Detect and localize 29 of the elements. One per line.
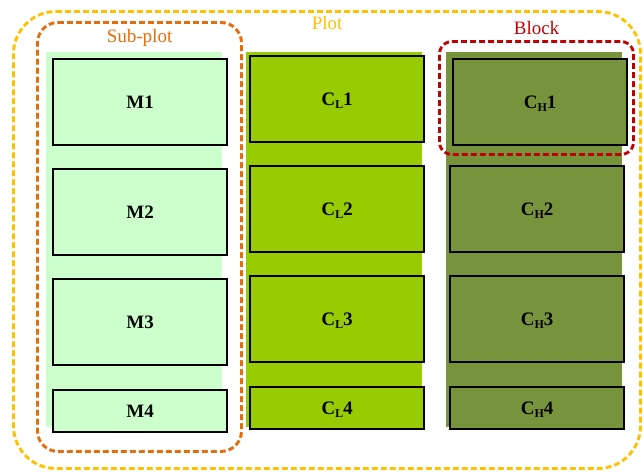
plot-cell [449, 165, 625, 253]
group-label: Plot [312, 14, 342, 33]
plot-cell [452, 58, 628, 146]
group-label: Sub-plot [106, 27, 172, 46]
plot-boundary [12, 10, 642, 470]
plot-cell [52, 168, 228, 256]
cell-label: C$_{L}$1 [321, 90, 353, 108]
plot-cell [249, 165, 425, 253]
cell-label: C$_{H}$2 [520, 200, 554, 218]
plot-cell [449, 386, 625, 430]
group-label: Block [514, 19, 560, 38]
cell-label: C$_{L}$2 [321, 200, 353, 218]
plot-cell [52, 389, 228, 433]
plot-cell [52, 278, 228, 366]
cell-label: C$_{L}$4 [321, 398, 353, 418]
cell-label: M1 [126, 92, 154, 112]
plot-cell [449, 275, 625, 363]
plot-cell [249, 386, 425, 430]
cell-label: C$_{H}$3 [520, 310, 554, 328]
cell-label: C$_{H}$4 [520, 398, 554, 418]
cell-label: M4 [126, 402, 154, 420]
cell-label: M2 [126, 202, 154, 222]
plot-cell [249, 275, 425, 363]
cell-label: C$_{L}$3 [321, 310, 353, 328]
plot-cell [249, 55, 425, 143]
cell-label: M3 [126, 312, 154, 332]
cell-label: C$_{H}$1 [524, 92, 556, 112]
plot-cell [52, 58, 228, 146]
subplot-boundary [36, 21, 243, 453]
